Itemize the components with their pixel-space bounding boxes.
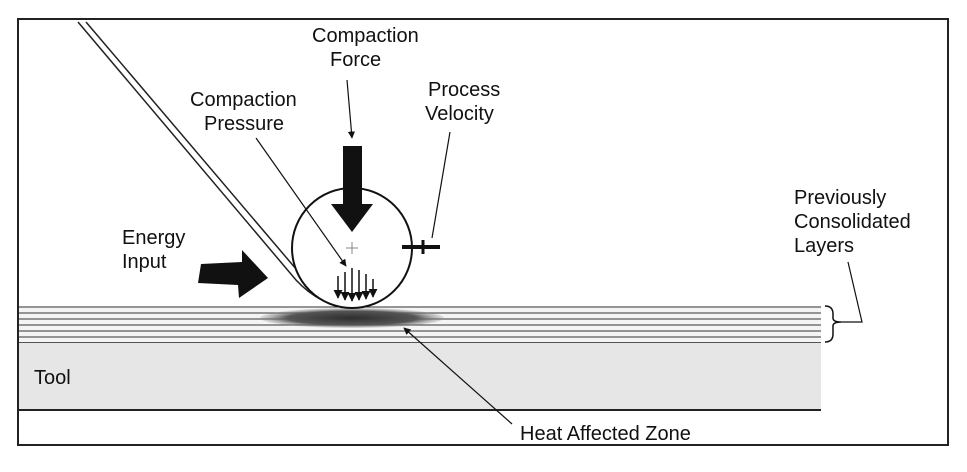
- compaction-force-arrow: [331, 146, 373, 232]
- consolidated-layers: [19, 306, 821, 342]
- energy-input-arrow: [198, 250, 268, 298]
- layers-leader-line: [841, 261, 863, 323]
- heat-affected-zone-label: Heat Affected Zone: [520, 423, 691, 445]
- velocity-leader-line: [431, 131, 451, 239]
- haz-leader-line: [403, 327, 513, 425]
- previously-consolidated-label: Previously Consolidated Layers: [794, 187, 916, 257]
- pressure-leader-line: [255, 137, 347, 267]
- energy-input-label: Energy Input: [122, 227, 191, 273]
- tool-block: [19, 342, 821, 410]
- roller-center-cross: [346, 242, 358, 254]
- tool-label: Tool: [34, 367, 71, 389]
- process-velocity-label: Process Velocity: [425, 79, 506, 125]
- heat-affected-zone-shape: [260, 308, 444, 328]
- process-velocity-indicator: [402, 240, 440, 254]
- compaction-pressure-label: Compaction Pressure: [190, 89, 302, 135]
- force-leader-line: [346, 79, 356, 139]
- compaction-force-label: Compaction Force: [312, 25, 424, 71]
- compaction-pressure-arrows: [333, 268, 378, 302]
